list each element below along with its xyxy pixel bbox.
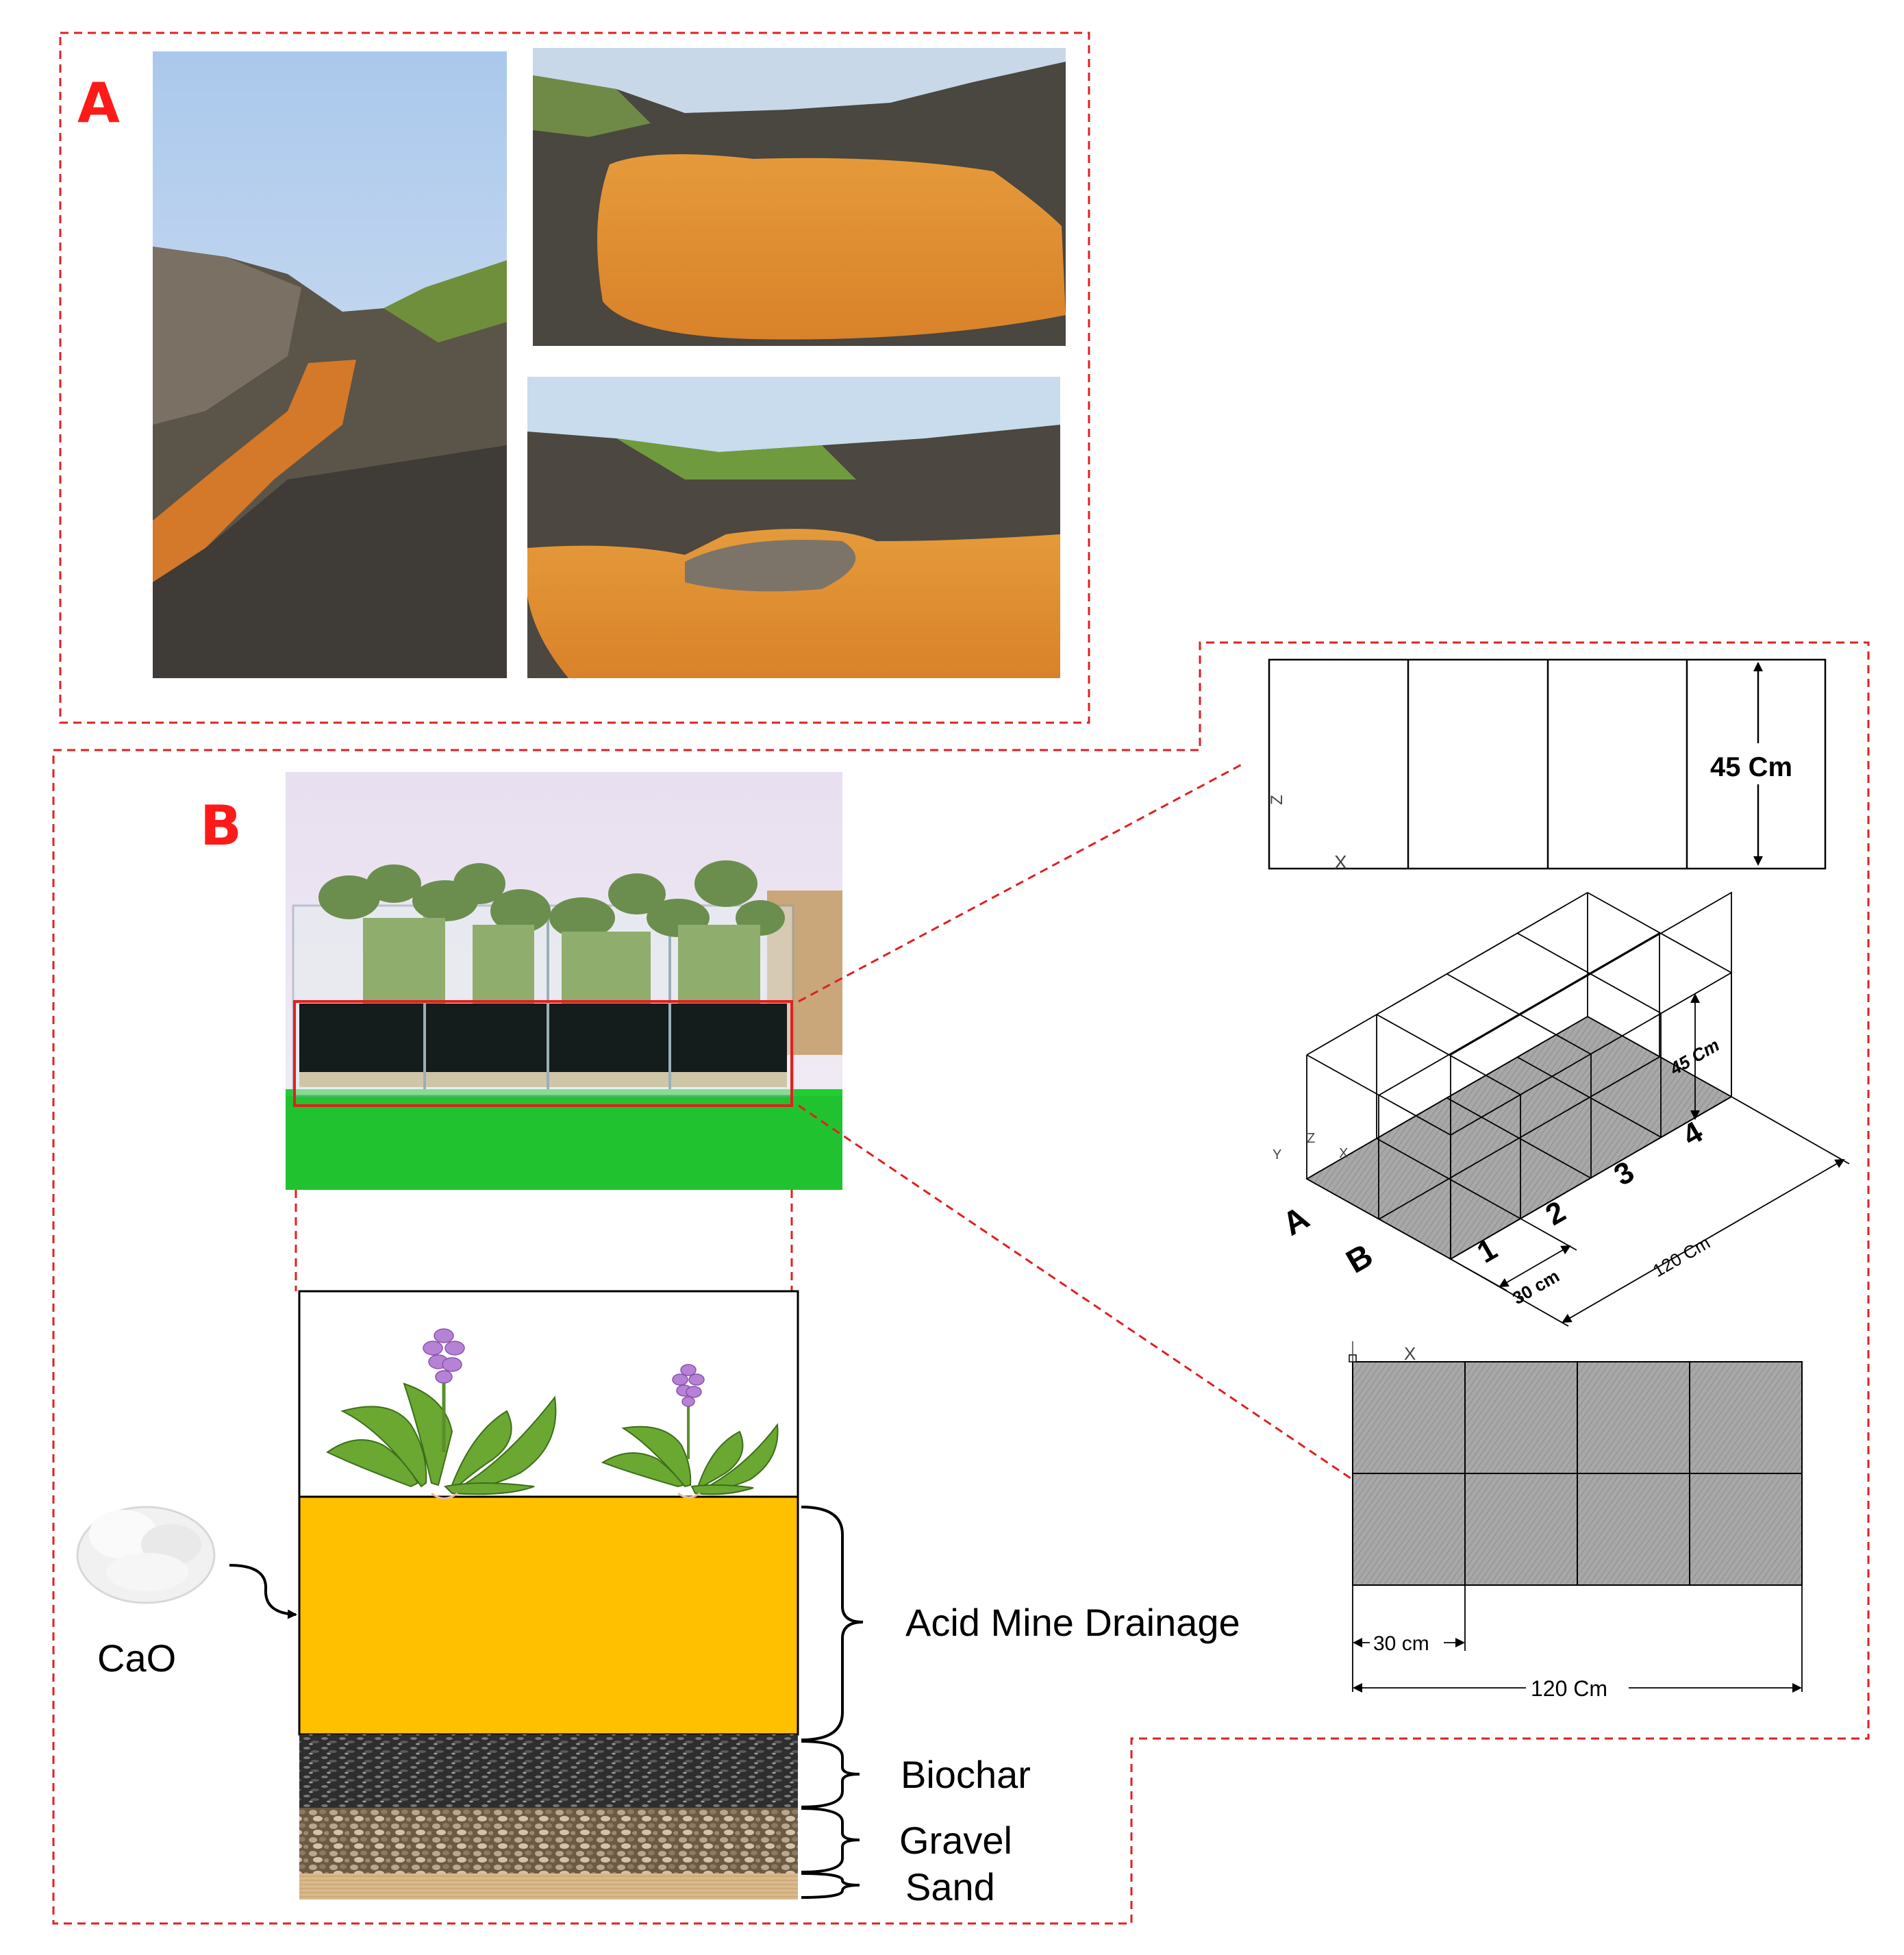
iso-row-label-b: B [1340, 1237, 1379, 1280]
iso-height-label: 45 Cm [1666, 1034, 1723, 1080]
front-elevation-drawing [1268, 658, 1827, 870]
iso-column-label-1: 1 [1472, 1232, 1503, 1270]
amd-layer [298, 1495, 799, 1736]
panel-a-label: A [77, 71, 120, 135]
cao-arrow [229, 1564, 297, 1619]
iso-axis-y: Y [1273, 1147, 1281, 1162]
brace-gravel [801, 1807, 860, 1873]
brace-biochar [801, 1740, 860, 1808]
iso-column-label-3: 3 [1609, 1155, 1640, 1193]
front-axis-x: X [1334, 851, 1347, 873]
iso-cell-width-label: 30 cm [1509, 1265, 1563, 1308]
label-cao: CaO [97, 1636, 176, 1680]
brace-sand [801, 1872, 860, 1899]
iso-total-length-label: 120 Cm [1649, 1232, 1714, 1282]
panel-b-label: B [200, 794, 242, 858]
isometric-drawing [1305, 891, 1850, 1327]
iso-axis-x: X [1339, 1146, 1348, 1161]
photo-experimental-tank [286, 772, 842, 1190]
label-gravel: Gravel [899, 1819, 1012, 1862]
tank-highlight-box [293, 1000, 793, 1107]
label-biochar: Biochar [901, 1753, 1031, 1796]
label-acid-mine-drainage: Acid Mine Drainage [905, 1601, 1240, 1644]
projection-lines [295, 762, 1353, 1481]
brace-amd [801, 1506, 864, 1741]
photo-acid-pond-1 [533, 48, 1066, 346]
plan-view-drawing [1349, 1341, 1803, 1700]
gravel-layer [299, 1808, 798, 1873]
wetland-schematic [298, 1290, 799, 1900]
photo-acid-pond-2 [527, 377, 1060, 678]
plan-cell-width-label: 30 cm [1373, 1632, 1429, 1655]
water-hyacinth-left [326, 1328, 557, 1499]
panel-a-frame [59, 32, 1090, 724]
sand-layer [299, 1873, 798, 1900]
plan-total-length-label: 120 Cm [1531, 1676, 1607, 1701]
iso-row-label-a: A [1277, 1199, 1316, 1243]
photo-mine-stream [153, 51, 507, 678]
water-hyacinth-right [601, 1364, 779, 1499]
label-sand: Sand [905, 1865, 995, 1908]
cao-powder-icon [76, 1506, 216, 1604]
biochar-layer [299, 1734, 798, 1808]
iso-axis-z: Z [1307, 1131, 1315, 1146]
panel-b-frame [52, 641, 1870, 1925]
front-axis-z: Z [1268, 795, 1286, 805]
iso-column-label-2: 2 [1540, 1195, 1572, 1232]
layer-braces [801, 1506, 864, 1899]
iso-column-label-4: 4 [1677, 1115, 1709, 1153]
front-height-label: 45 Cm [1710, 752, 1792, 782]
plan-axis-x: X [1404, 1343, 1416, 1364]
